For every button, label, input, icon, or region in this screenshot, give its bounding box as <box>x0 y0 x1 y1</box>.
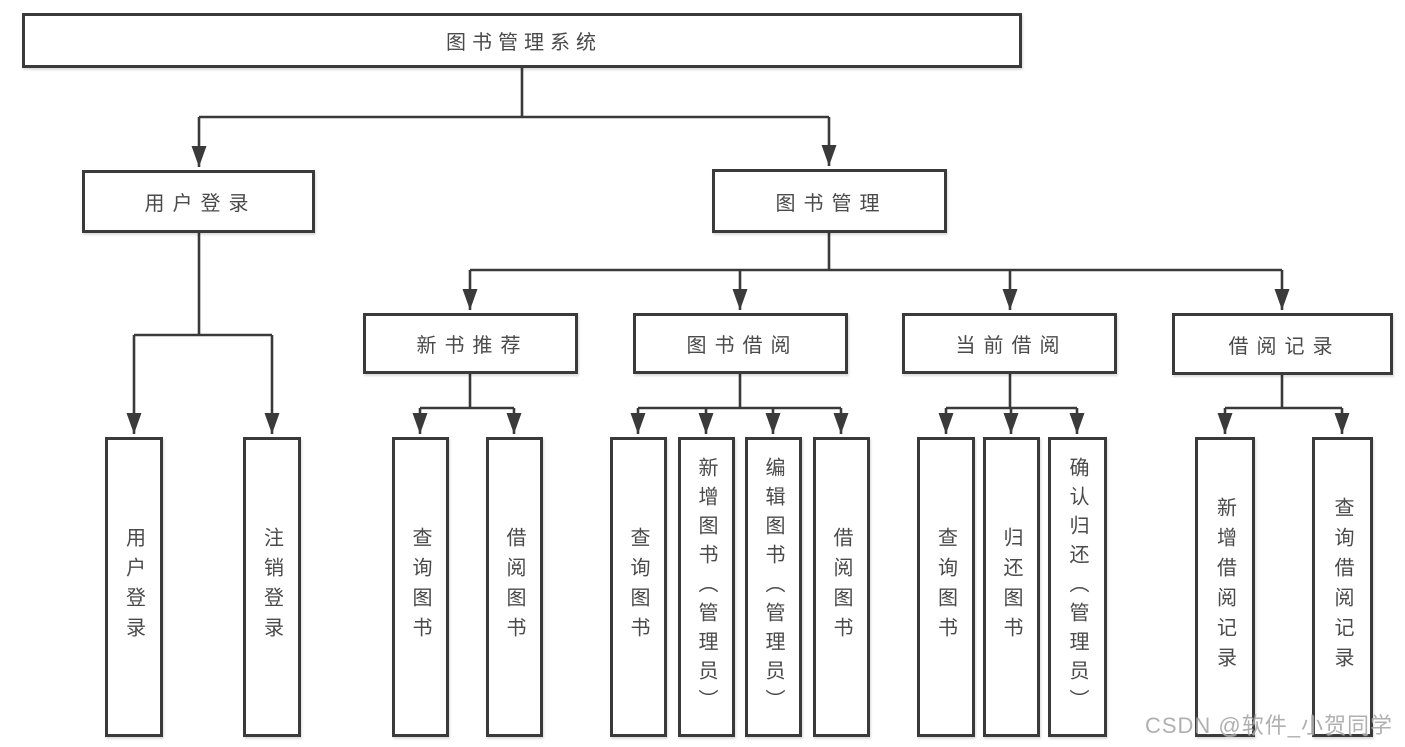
leaf-logout: 注销登录 <box>243 437 301 737</box>
leaf-borrow-books: 借阅图书 <box>813 437 870 737</box>
leaf-query-borrow-record: 查询借阅记录 <box>1312 437 1373 737</box>
leaf-edit-book-admin: 编辑图书（管理员） <box>745 437 802 737</box>
leaf-borrow-books-recommend: 借阅图书 <box>486 437 543 737</box>
leaf-add-borrow-record: 新增借阅记录 <box>1195 437 1255 737</box>
node-book-borrow: 图书借阅 <box>633 313 848 374</box>
leaf-confirm-return-admin: 确认归还（管理员） <box>1048 437 1107 737</box>
node-borrow-records: 借阅记录 <box>1172 313 1393 375</box>
node-user-login: 用户登录 <box>82 170 315 233</box>
node-book-management: 图书管理 <box>712 169 947 233</box>
leaf-query-books-current: 查询图书 <box>917 437 975 737</box>
leaf-query-books-borrow: 查询图书 <box>610 437 667 737</box>
watermark: CSDN @软件_小贺同学 <box>1144 713 1393 738</box>
node-library-system: 图书管理系统 <box>22 13 1022 68</box>
leaf-query-books-recommend: 查询图书 <box>392 437 449 737</box>
leaf-add-book-admin: 新增图书（管理员） <box>678 437 735 737</box>
leaf-return-book: 归还图书 <box>983 437 1040 737</box>
leaf-user-login: 用户登录 <box>105 437 163 737</box>
node-current-borrow: 当前借阅 <box>902 313 1117 374</box>
node-new-book-recommend: 新书推荐 <box>363 313 578 374</box>
